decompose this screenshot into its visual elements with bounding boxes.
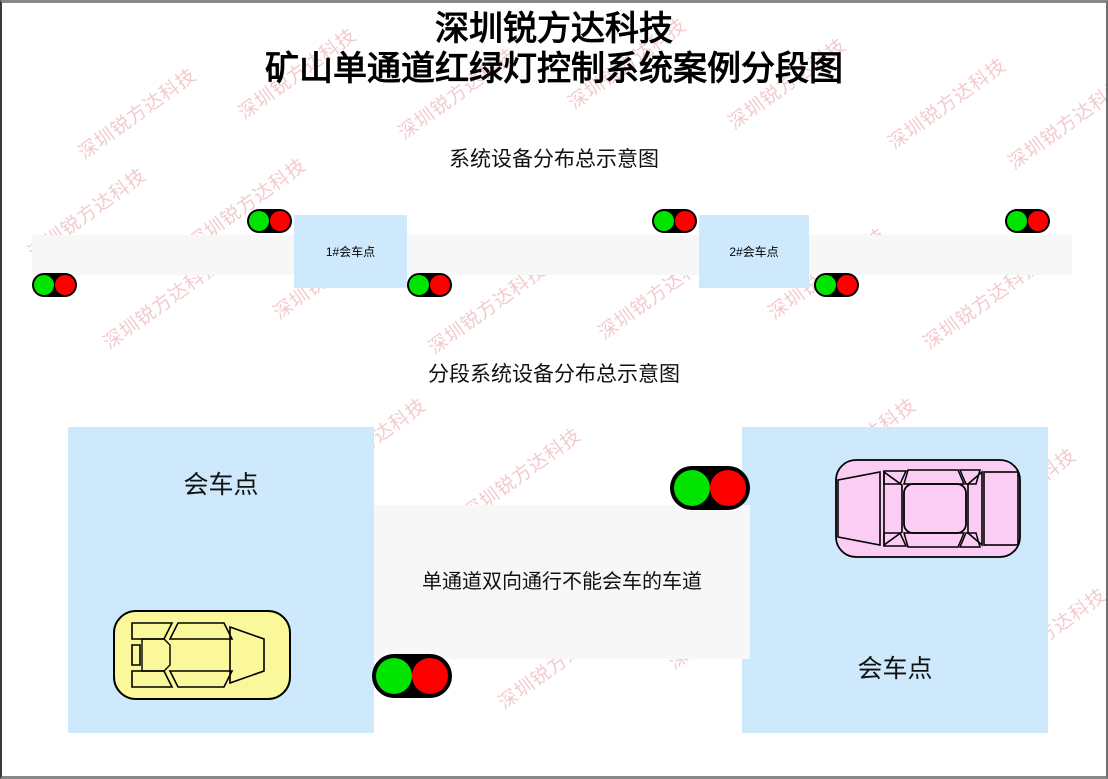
traffic-light-icon-overview-3[interactable] xyxy=(407,273,452,297)
red-lamp-icon xyxy=(430,275,450,295)
meet-point-2: 2#会车点 xyxy=(699,215,809,288)
detail-subtitle: 分段系统设备分布总示意图 xyxy=(428,362,680,386)
meeting-bay-right-label: 会车点 xyxy=(857,656,933,683)
green-lamp-icon xyxy=(816,275,836,295)
meet-point-1-label: 1#会车点 xyxy=(325,245,376,259)
single-lane-corridor xyxy=(374,505,750,659)
red-lamp-icon xyxy=(1028,211,1048,231)
red-lamp-icon xyxy=(837,275,857,295)
traffic-light-icon-detail-upper[interactable] xyxy=(670,466,750,510)
red-lamp-icon xyxy=(710,470,746,506)
green-lamp-icon xyxy=(34,275,54,295)
red-lamp-icon xyxy=(270,211,290,231)
traffic-light-icon-detail-lower[interactable] xyxy=(372,654,452,698)
vehicle-pink-icon xyxy=(835,459,1021,558)
red-lamp-icon xyxy=(55,275,75,295)
traffic-light-icon-overview-5[interactable] xyxy=(814,273,859,297)
green-lamp-icon xyxy=(654,211,674,231)
overview-roadway xyxy=(32,235,1072,275)
diagram-title: 矿山单通道红绿灯控制系统案例分段图 xyxy=(265,49,843,90)
green-lamp-icon xyxy=(249,211,269,231)
meet-point-1: 1#会车点 xyxy=(294,215,407,288)
corridor-label: 单通道双向通行不能会车的车道 xyxy=(422,571,702,593)
green-lamp-icon xyxy=(409,275,429,295)
meet-point-2-label: 2#会车点 xyxy=(729,245,779,259)
traffic-light-icon-overview-1[interactable] xyxy=(32,273,77,297)
overview-section: 1#会车点 2#会车点 xyxy=(2,3,1106,343)
green-lamp-icon xyxy=(1007,211,1027,231)
traffic-light-icon-overview-2[interactable] xyxy=(247,209,292,233)
company-title: 深圳锐方达科技 xyxy=(435,9,673,49)
traffic-light-icon-overview-6[interactable] xyxy=(1005,209,1050,233)
red-lamp-icon xyxy=(412,658,448,694)
meeting-bay-left-label: 会车点 xyxy=(183,472,259,499)
red-lamp-icon xyxy=(675,211,695,231)
overview-subtitle: 系统设备分布总示意图 xyxy=(449,147,659,171)
vehicle-yellow-icon xyxy=(113,610,291,700)
page-title: 深圳锐方达科技 矿山单通道红绿灯控制系统案例分段图 xyxy=(2,9,1106,89)
green-lamp-icon xyxy=(674,470,710,506)
green-lamp-icon xyxy=(376,658,412,694)
traffic-light-icon-overview-4[interactable] xyxy=(652,209,697,233)
detail-section: 会车点 会车点 单通道双向通行不能会车的车道 xyxy=(2,3,1106,776)
